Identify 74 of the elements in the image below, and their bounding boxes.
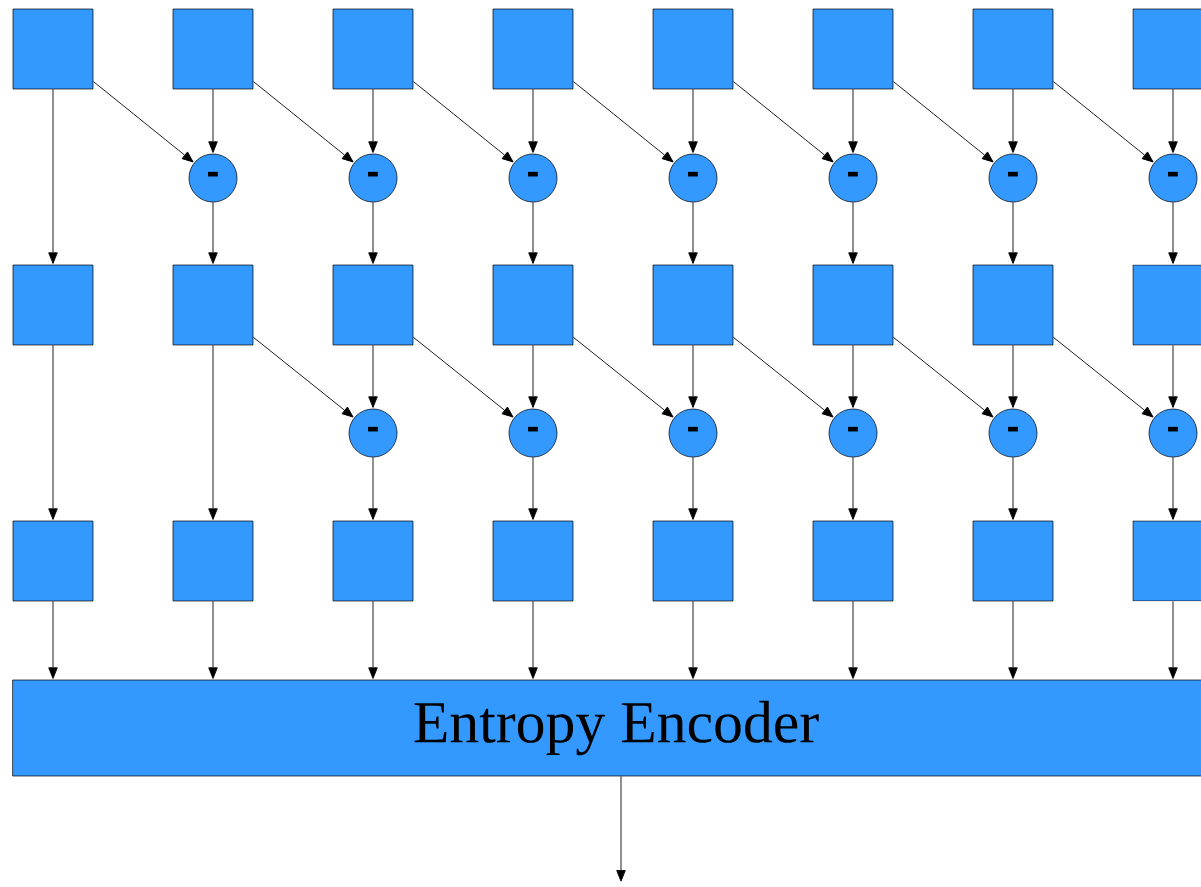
arrow	[528, 600, 538, 679]
arrow	[208, 201, 218, 264]
arrow	[1008, 456, 1018, 520]
encoder-block: Entropy Encoder	[12, 679, 1201, 777]
arrow	[368, 600, 378, 679]
block-square	[332, 8, 414, 90]
arrow	[688, 456, 698, 520]
arrow	[48, 88, 58, 264]
arrow	[572, 336, 674, 418]
arrow	[848, 344, 858, 408]
arrow	[1008, 344, 1018, 408]
block-square	[172, 520, 254, 602]
block-square	[972, 264, 1054, 346]
arrow	[1008, 600, 1018, 679]
arrow	[368, 201, 378, 264]
arrow	[368, 456, 378, 520]
arrow	[1052, 81, 1154, 163]
arrow	[1008, 88, 1018, 153]
arrow	[892, 81, 994, 163]
block-square	[12, 520, 94, 602]
arrow	[1168, 201, 1178, 264]
arrow	[1168, 600, 1178, 679]
block-square	[172, 8, 254, 90]
arrow	[48, 344, 58, 520]
block-square	[332, 264, 414, 346]
block-square	[492, 8, 574, 90]
arrow	[892, 336, 994, 418]
arrow	[848, 456, 858, 520]
arrow	[848, 201, 858, 264]
arrow	[368, 344, 378, 408]
block-square	[492, 264, 574, 346]
block-square	[652, 520, 734, 602]
arrow	[572, 81, 674, 163]
arrow	[1168, 456, 1178, 520]
arrow	[208, 88, 218, 153]
arrow	[252, 336, 354, 418]
arrow	[528, 456, 538, 520]
arrow	[48, 600, 58, 679]
block-square	[12, 8, 94, 90]
arrow	[528, 344, 538, 408]
arrow	[412, 336, 514, 418]
arrow	[688, 201, 698, 264]
arrow	[688, 600, 698, 679]
arrow	[616, 775, 626, 882]
block-square	[652, 264, 734, 346]
arrow	[848, 88, 858, 153]
arrow	[732, 336, 834, 418]
block-square	[172, 264, 254, 346]
arrow	[252, 81, 354, 163]
block-square	[652, 8, 734, 90]
block-square	[492, 520, 574, 602]
arrow	[848, 600, 858, 679]
arrow	[1008, 201, 1018, 264]
arrow	[368, 88, 378, 153]
block-square	[972, 520, 1054, 602]
arrow	[1168, 88, 1178, 153]
arrow	[208, 344, 218, 520]
block-square	[812, 520, 894, 602]
block-square	[812, 8, 894, 90]
arrow	[528, 201, 538, 264]
arrow	[688, 88, 698, 153]
arrow	[688, 344, 698, 408]
arrow	[208, 600, 218, 679]
block-square	[332, 520, 414, 602]
arrow	[92, 81, 194, 163]
block-square	[12, 264, 94, 346]
arrow	[1168, 344, 1178, 408]
block-square	[812, 264, 894, 346]
arrow	[1052, 336, 1154, 418]
arrow	[528, 88, 538, 153]
block-square	[972, 8, 1054, 90]
arrow	[732, 81, 834, 163]
block-square	[1132, 8, 1201, 90]
arrow	[412, 81, 514, 163]
